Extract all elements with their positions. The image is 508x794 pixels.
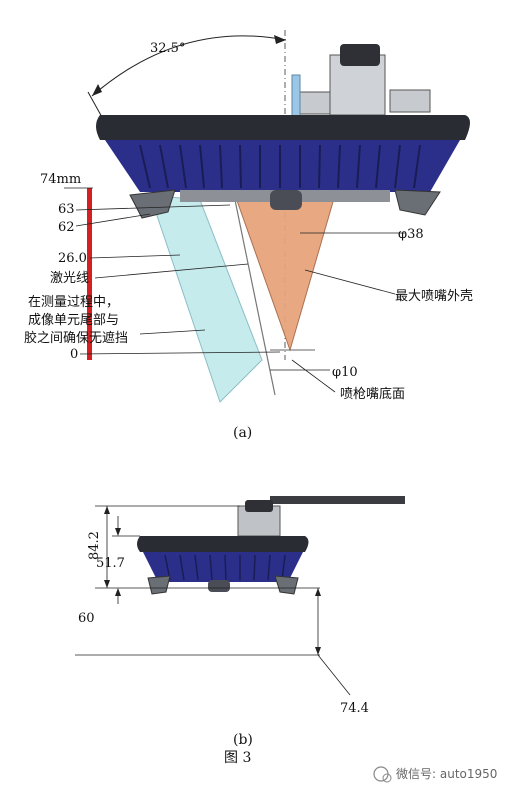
note-line-2: 成像单元尾部与 (28, 313, 119, 328)
leader-laser (94, 263, 249, 279)
leader-note (139, 329, 206, 335)
label-63: 63 (58, 202, 75, 217)
b-arrow-51-bottom (115, 588, 121, 596)
tick-0 (79, 351, 281, 355)
caption-a: (a) (233, 425, 252, 441)
small-block (299, 91, 331, 115)
label-0: 0 (70, 347, 78, 362)
figure-b: 84.2 51.7 60 74.4 (b) (75, 496, 405, 748)
label-60: 60 (78, 611, 95, 626)
label-62: 62 (58, 220, 75, 235)
label-phi10: φ10 (332, 365, 358, 380)
b-arrow-51-top (115, 528, 121, 536)
label-nozzle-shell: 最大喷嘴外壳 (395, 289, 473, 304)
b-leader-74 (317, 654, 351, 696)
housing-top (96, 115, 470, 140)
b-right-head (274, 575, 299, 595)
b-arrow-84-bottom (104, 580, 110, 588)
b-arrow-84-top (104, 506, 110, 514)
caption-b: (b) (233, 732, 253, 748)
red-depth-bar (87, 188, 92, 360)
label-84: 84.2 (87, 531, 102, 560)
figure-title: 图 3 (224, 750, 251, 766)
leader-63 (75, 204, 231, 211)
label-74-4: 74.4 (340, 701, 369, 716)
label-74mm: 74mm (40, 172, 81, 187)
label-laser: 激光线 (50, 271, 89, 286)
b-top-cap (245, 500, 273, 512)
arm-bar (270, 496, 405, 504)
label-phi38: φ38 (398, 227, 424, 242)
watermark: 微信号: auto1950 (373, 766, 497, 783)
leader-26 (89, 254, 181, 259)
label-26: 26.0 (58, 251, 87, 266)
center-nozzle (270, 190, 302, 210)
note-line-3: 胶之间确保无遮挡 (24, 330, 128, 346)
b-center-nozzle (208, 580, 230, 592)
b-arrow-60-top (315, 588, 321, 596)
right-sensor-head (394, 189, 441, 216)
leader-nozzle-shell (304, 269, 396, 295)
leader-nozzle-bottom (291, 359, 336, 393)
watermark-text: 微信号: auto1950 (396, 767, 497, 781)
figure-a: 32.5° 74mm (24, 30, 473, 441)
arrow-head-right (274, 35, 286, 44)
b-arrow-60-bottom (315, 647, 321, 655)
note-line-1: 在测量过程中， (28, 295, 119, 310)
angle-arc (91, 35, 287, 97)
b-left-head (147, 575, 171, 595)
label-51: 51.7 (96, 556, 125, 571)
arrow-head-left (92, 84, 102, 96)
b-fin-lines (164, 554, 286, 581)
label-angle-top: 32.5° (150, 41, 185, 56)
fin-lines (139, 144, 421, 189)
left-sensor-head (129, 189, 176, 219)
small-block-right (389, 89, 431, 113)
wechat-icon-dot (382, 773, 392, 783)
housing-fins (105, 140, 460, 192)
b-housing-top (137, 536, 309, 552)
label-nozzle-bottom: 喷枪嘴底面 (340, 386, 405, 402)
top-connector-cap (340, 44, 380, 66)
laser-line (234, 199, 276, 396)
laser-fan (149, 194, 263, 403)
leader-62 (75, 213, 151, 227)
